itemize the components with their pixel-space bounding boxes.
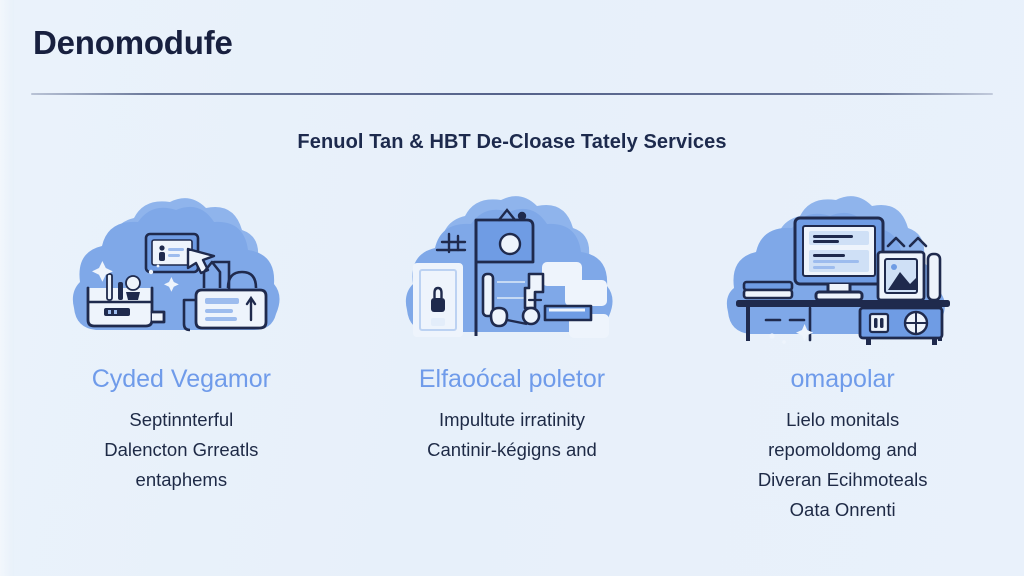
body-line: Oata Onrenti — [789, 498, 896, 520]
body-line: Dalencton Grreatls — [104, 438, 259, 460]
book-stack — [742, 280, 793, 300]
chevron-accent-icon — [886, 236, 927, 248]
cloud-desktop-workspace-illustration — [710, 196, 976, 348]
cabinet-unit — [858, 306, 944, 340]
column-heading: omapolar — [790, 365, 895, 393]
cloud-devices-illustration — [48, 196, 314, 348]
body-line: Cantinir-kégigns and — [427, 438, 597, 460]
body-line: Diveran Ecihmoteals — [757, 468, 928, 490]
feature-column: Cyded Vegamor Septinnterful Dalencton Gr… — [16, 196, 347, 495]
feature-columns: Cyded Vegamor Septinnterful Dalencton Gr… — [16, 196, 1008, 525]
terminal-device — [481, 272, 525, 318]
page-subtitle: Fenuol Tan & HBT De-Cloase Tately Servic… — [297, 131, 727, 153]
column-body: Lielo monitals repomoldomg and Diveran E… — [718, 405, 968, 525]
column-heading: Cyded Vegamor — [91, 365, 271, 393]
cloud-security-door-illustration — [379, 196, 645, 348]
cross-mark-icon — [527, 292, 543, 308]
tray-console — [86, 286, 166, 328]
column-heading: Elfaoócal poletor — [418, 365, 606, 393]
sparkle-icon — [769, 324, 813, 344]
cabinet-contents — [873, 318, 884, 328]
antenna-tip — [497, 208, 527, 222]
bottle-object — [926, 252, 941, 302]
body-line: Lielo monitals — [786, 409, 900, 430]
body-line: Impultute irratinity — [438, 409, 585, 430]
body-line: entaphems — [135, 468, 228, 490]
column-body: Septinnterful Dalencton Grreatls entaphe… — [56, 405, 306, 495]
server-panel — [474, 218, 535, 264]
tablet-screen-figure — [159, 245, 185, 261]
body-line: repomoldomg and — [768, 438, 918, 460]
feature-column: Elfaoócal poletor Impultute irratinity C… — [347, 196, 678, 465]
document-lines — [205, 298, 240, 321]
body-line: Septinnterful — [129, 409, 234, 430]
tray-label-bar — [104, 308, 131, 316]
signal-icon — [435, 232, 467, 254]
feature-column: omapolar Lielo monitals repomoldomg and … — [677, 196, 1008, 525]
padlock-icon — [430, 286, 445, 326]
pen-icon — [246, 295, 257, 322]
sparkle-icon — [92, 261, 180, 292]
tower-shape — [203, 260, 258, 289]
card-reader — [543, 304, 593, 322]
frame-image-glyph — [887, 264, 916, 290]
title-divider — [31, 93, 993, 95]
column-body: Impultute irratinity Cantinir-kégigns an… — [387, 405, 637, 465]
left-edge-accent — [0, 0, 14, 576]
console-objects — [106, 273, 142, 301]
mouse-device — [489, 306, 528, 328]
page-title: Denomodufe — [33, 24, 233, 61]
door-panel — [418, 269, 457, 331]
drawer-handles — [764, 306, 811, 342]
monitor-screen-content — [808, 231, 869, 272]
cabinet-feet — [865, 338, 937, 345]
